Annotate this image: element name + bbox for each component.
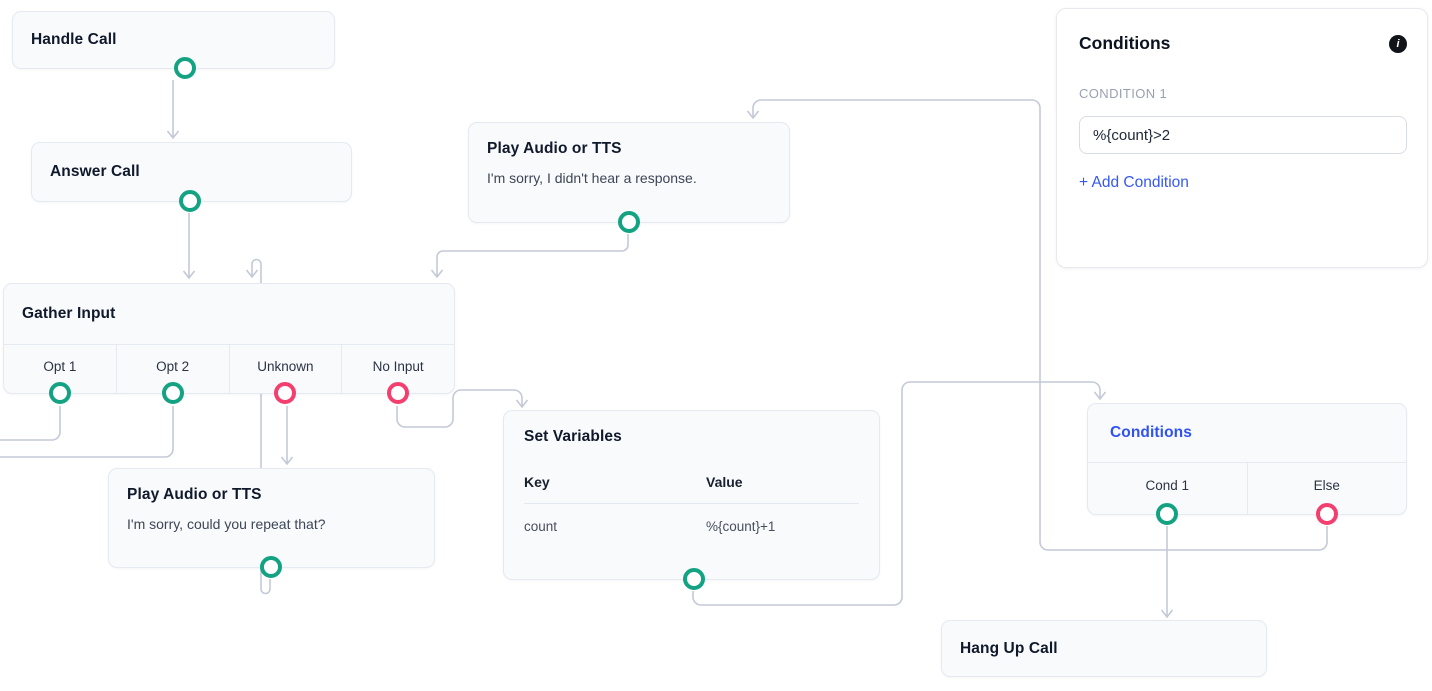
set-variables-table-header: Key Value [524, 474, 859, 490]
node-conditions[interactable]: Conditions Cond 1 Else [1087, 403, 1407, 525]
no-input-port[interactable] [387, 382, 410, 404]
output-no-input[interactable]: No Input [341, 345, 454, 404]
opt-1-port[interactable] [48, 382, 71, 404]
node-title: Handle Call [31, 31, 117, 48]
node-title: Answer Call [50, 163, 140, 180]
divider [524, 503, 859, 504]
conditions-node-outputs: Cond 1 Else [1088, 463, 1407, 525]
edge-playaudio-repeat-loop-to-gather [245, 258, 271, 595]
answer-call-output-port[interactable] [179, 190, 201, 212]
node-handle-call[interactable]: Handle Call [12, 11, 335, 79]
conditions-node-header: Conditions [1088, 404, 1406, 463]
edge-noinput-to-setvariables [396, 389, 529, 428]
edge-answer-to-gather [182, 213, 196, 280]
node-hang-up-call[interactable]: Hang Up Call [941, 620, 1267, 677]
condition-section-label: CONDITION 1 [1079, 86, 1168, 101]
conditions-panel: Conditions i CONDITION 1 + Add Condition [1056, 8, 1428, 268]
edge-handle-to-answer [166, 80, 180, 140]
node-answer-call[interactable]: Answer Call [31, 142, 352, 212]
gather-input-outputs: Opt 1 Opt 2 Unknown No Input [4, 345, 454, 404]
output-label: Opt 1 [43, 358, 77, 374]
output-opt-1[interactable]: Opt 1 [4, 345, 116, 404]
output-cond-1[interactable]: Cond 1 [1088, 463, 1247, 525]
variable-row: count %{count}+1 [524, 519, 859, 534]
condition-expression-input[interactable] [1079, 116, 1407, 154]
column-key: Key [524, 474, 550, 490]
variable-value: %{count}+1 [706, 519, 776, 534]
cond-1-port[interactable] [1156, 503, 1179, 525]
gather-input-header: Gather Input [4, 284, 454, 345]
edge-else-to-playaudio-retry [746, 99, 1328, 551]
output-opt-2[interactable]: Opt 2 [115, 345, 229, 404]
node-message: I'm sorry, I didn't hear a response. [487, 170, 697, 186]
node-title: Play Audio or TTS [487, 140, 622, 157]
set-variables-output-port[interactable] [683, 568, 705, 590]
node-title: Play Audio or TTS [127, 486, 262, 503]
output-else[interactable]: Else [1246, 463, 1407, 525]
play-audio-no-response-output-port[interactable] [618, 211, 640, 233]
unknown-port[interactable] [274, 382, 297, 404]
output-label: Unknown [257, 358, 314, 374]
output-label: Cond 1 [1145, 478, 1190, 493]
output-label: Opt 2 [156, 358, 190, 374]
node-message: I'm sorry, could you repeat that? [127, 516, 326, 532]
output-unknown[interactable]: Unknown [228, 345, 342, 404]
edge-setvariables-to-conditions [692, 381, 1107, 606]
else-port[interactable] [1315, 503, 1338, 525]
play-audio-repeat-output-port[interactable] [260, 556, 282, 578]
opt-2-port[interactable] [161, 382, 184, 404]
edge-opt2-offscreen [0, 406, 174, 458]
edge-opt1-offscreen [0, 406, 61, 441]
node-play-audio-repeat[interactable]: Play Audio or TTS I'm sorry, could you r… [108, 468, 435, 578]
edge-playaudio-retry-to-gather [430, 234, 629, 279]
node-set-variables[interactable]: Set Variables Key Value count %{count}+1 [503, 410, 880, 590]
panel-title: Conditions [1079, 33, 1171, 53]
handle-call-output-port[interactable] [174, 57, 196, 79]
add-condition-button[interactable]: + Add Condition [1079, 174, 1189, 191]
edge-unknown-to-playaudio-repeat [280, 406, 294, 466]
node-title: Hang Up Call [960, 639, 1058, 657]
node-play-audio-no-response[interactable]: Play Audio or TTS I'm sorry, I didn't he… [468, 122, 790, 233]
column-value: Value [706, 474, 743, 490]
node-gather-input[interactable]: Gather Input Opt 1 Opt 2 Unknown No Inpu… [3, 283, 455, 404]
node-title: Set Variables [524, 428, 622, 445]
info-icon[interactable]: i [1389, 34, 1407, 53]
variable-key: count [524, 519, 558, 534]
node-title: Gather Input [22, 305, 116, 322]
output-label: Else [1313, 478, 1340, 493]
output-label: No Input [372, 358, 424, 374]
edge-cond1-to-hangup [1160, 526, 1174, 619]
node-title: Conditions [1110, 424, 1192, 441]
panel-header: Conditions i [1057, 9, 1427, 54]
